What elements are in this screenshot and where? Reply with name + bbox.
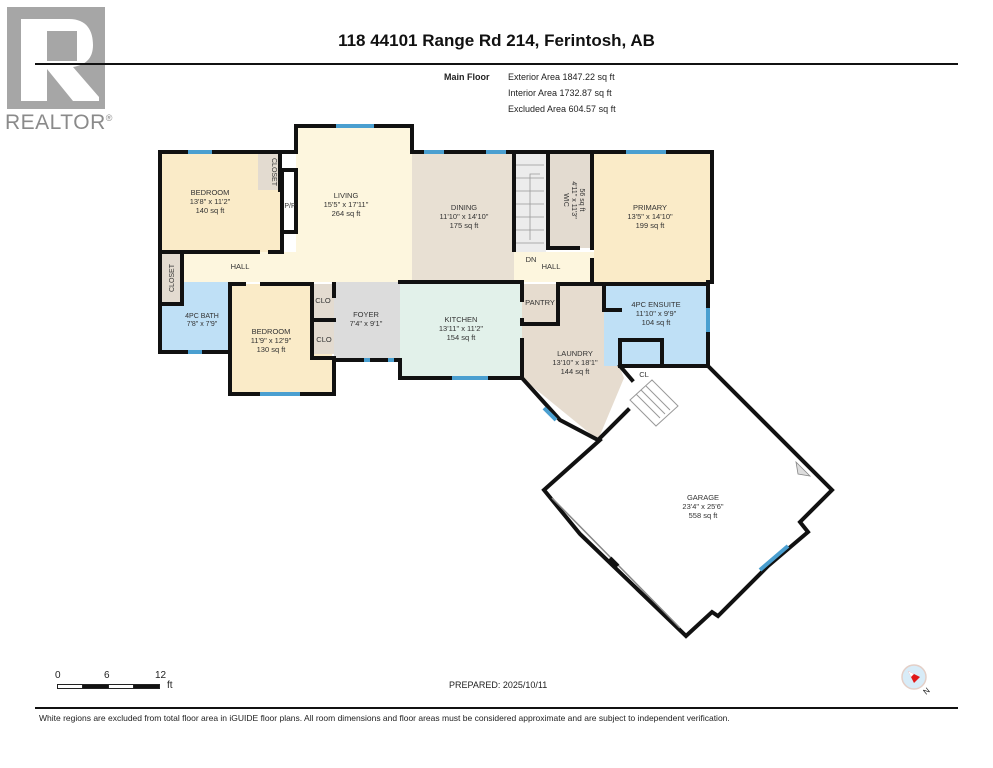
svg-text:FOYER: FOYER: [353, 310, 379, 319]
label-bedroom-2: BEDROOM 11'9" x 12'9" 130 sq ft: [251, 327, 292, 354]
svg-text:KITCHEN: KITCHEN: [445, 315, 478, 324]
scale-tick-12: 12: [155, 670, 167, 681]
label-pantry: PANTRY: [525, 298, 555, 307]
svg-text:LIVING: LIVING: [334, 191, 359, 200]
label-cl: CL: [639, 370, 649, 379]
label-hall-right: HALL: [542, 262, 561, 271]
header-divider: [35, 63, 958, 65]
stairs-icon: [516, 164, 544, 244]
label-dining: DINING 11'10" x 14'10" 175 sq ft: [440, 203, 489, 230]
svg-text:144 sq ft: 144 sq ft: [561, 367, 591, 376]
svg-text:558 sq ft: 558 sq ft: [689, 511, 719, 520]
exterior-area: Exterior Area 1847.22 sq ft: [508, 72, 615, 82]
svg-text:13'10" x 18'1": 13'10" x 18'1": [552, 358, 598, 367]
realtor-brand-text: REALTOR: [5, 111, 106, 134]
svg-text:104 sq ft: 104 sq ft: [642, 318, 672, 327]
label-foyer: FOYER 7'4" x 9'1": [350, 310, 383, 328]
room-foyer[interactable]: [334, 282, 400, 360]
room-dining[interactable]: [412, 152, 514, 282]
svg-text:56 sq ft: 56 sq ft: [578, 189, 585, 212]
svg-text:WIC: WIC: [562, 193, 569, 207]
scale-segment: [57, 684, 83, 689]
label-pp: P/P: [284, 203, 296, 210]
room-wic[interactable]: [548, 152, 592, 248]
page-title: 118 44101 Range Rd 214, Ferintosh, AB: [338, 31, 655, 50]
room-hall-right[interactable]: [514, 252, 594, 282]
disclaimer-text: White regions are excluded from total fl…: [39, 713, 730, 723]
svg-text:264 sq ft: 264 sq ft: [332, 209, 362, 218]
label-primary: PRIMARY 13'5" x 14'10" 199 sq ft: [627, 203, 673, 230]
closet-top[interactable]: [258, 152, 280, 190]
label-closet-top: CLOSET: [270, 158, 277, 187]
label-clo-2: CLO: [316, 335, 332, 344]
room-kitchen[interactable]: [400, 282, 522, 378]
svg-text:13'11" x 11'2": 13'11" x 11'2": [439, 324, 484, 333]
floor-label: Main Floor: [444, 72, 490, 82]
svg-text:BEDROOM: BEDROOM: [252, 327, 291, 336]
label-hall-left: HALL: [231, 262, 250, 271]
realtor-logo: [7, 7, 105, 109]
svg-text:4'11" x 11'3": 4'11" x 11'3": [570, 181, 577, 219]
scale-segment: [82, 684, 109, 689]
svg-text:15'5" x 17'11": 15'5" x 17'11": [324, 200, 369, 209]
clo-2[interactable]: [312, 320, 334, 354]
registered-mark: ®: [105, 113, 113, 123]
room-primary[interactable]: [594, 152, 710, 282]
garage-door-post: [608, 556, 620, 568]
excluded-area: Excluded Area 604.57 sq ft: [508, 104, 616, 114]
clo-1[interactable]: [312, 284, 334, 318]
scale-segment: [133, 684, 160, 689]
label-living: LIVING 15'5" x 17'11" 264 sq ft: [324, 191, 369, 218]
svg-text:LAUNDRY: LAUNDRY: [557, 349, 593, 358]
label-closet-left: CLOSET: [169, 263, 176, 292]
svg-text:130 sq ft: 130 sq ft: [257, 345, 287, 354]
footer-divider: [35, 707, 958, 709]
svg-text:4PC BATH: 4PC BATH: [185, 313, 219, 320]
compass-north-label: N: [922, 686, 932, 697]
svg-text:11'10" x 14'10": 11'10" x 14'10": [440, 212, 489, 221]
svg-text:13'8" x 11'2": 13'8" x 11'2": [190, 197, 231, 206]
svg-text:DINING: DINING: [451, 203, 477, 212]
label-wic: WIC 4'11" x 11'3" 56 sq ft: [562, 181, 585, 219]
label-dn: DN: [526, 255, 537, 264]
realtor-wordmark: REALTOR®: [5, 111, 113, 135]
svg-text:PRIMARY: PRIMARY: [633, 203, 667, 212]
scale-tick-0: 0: [55, 670, 61, 681]
label-bedroom-1: BEDROOM 13'8" x 11'2" 140 sq ft: [190, 188, 231, 215]
svg-text:11'10" x 9'9": 11'10" x 9'9": [636, 309, 677, 318]
svg-text:7'4" x 9'1": 7'4" x 9'1": [350, 319, 383, 328]
svg-text:140 sq ft: 140 sq ft: [196, 206, 226, 215]
label-laundry: LAUNDRY 13'10" x 18'1" 144 sq ft: [552, 349, 598, 376]
svg-text:4PC ENSUITE: 4PC ENSUITE: [631, 300, 680, 309]
scale-unit: ft: [167, 680, 173, 691]
svg-text:199 sq ft: 199 sq ft: [636, 221, 666, 230]
label-4pc-bath: 4PC BATH 7'8" x 7'9": [185, 313, 219, 328]
scale-bar: 0 6 12 ft: [55, 670, 177, 692]
closet-left[interactable]: [160, 252, 182, 304]
svg-text:23'4" x 25'6": 23'4" x 25'6": [682, 502, 723, 511]
scale-segment: [108, 684, 134, 689]
realtor-r-icon: [21, 19, 99, 101]
interior-area: Interior Area 1732.87 sq ft: [508, 88, 612, 98]
garage-side-door: [795, 460, 812, 477]
label-clo-1: CLO: [315, 296, 331, 305]
label-4pc-ensuite: 4PC ENSUITE 11'10" x 9'9" 104 sq ft: [631, 300, 680, 327]
scale-tick-6: 6: [104, 670, 110, 681]
label-garage: GARAGE 23'4" x 25'6" 558 sq ft: [682, 493, 723, 520]
svg-text:11'9" x 12'9": 11'9" x 12'9": [251, 336, 292, 345]
svg-text:154 sq ft: 154 sq ft: [447, 333, 477, 342]
label-kitchen: KITCHEN 13'11" x 11'2" 154 sq ft: [439, 315, 484, 342]
svg-text:GARAGE: GARAGE: [687, 493, 719, 502]
svg-text:BEDROOM: BEDROOM: [191, 188, 230, 197]
garage-stairs-icon: [629, 379, 679, 427]
svg-text:175 sq ft: 175 sq ft: [450, 221, 480, 230]
prepared-date: PREPARED: 2025/10/11: [449, 680, 548, 690]
svg-text:13'5" x 14'10": 13'5" x 14'10": [627, 212, 673, 221]
windows: [188, 124, 790, 572]
svg-text:7'8" x 7'9": 7'8" x 7'9": [187, 321, 218, 328]
compass-icon: N: [900, 663, 932, 697]
